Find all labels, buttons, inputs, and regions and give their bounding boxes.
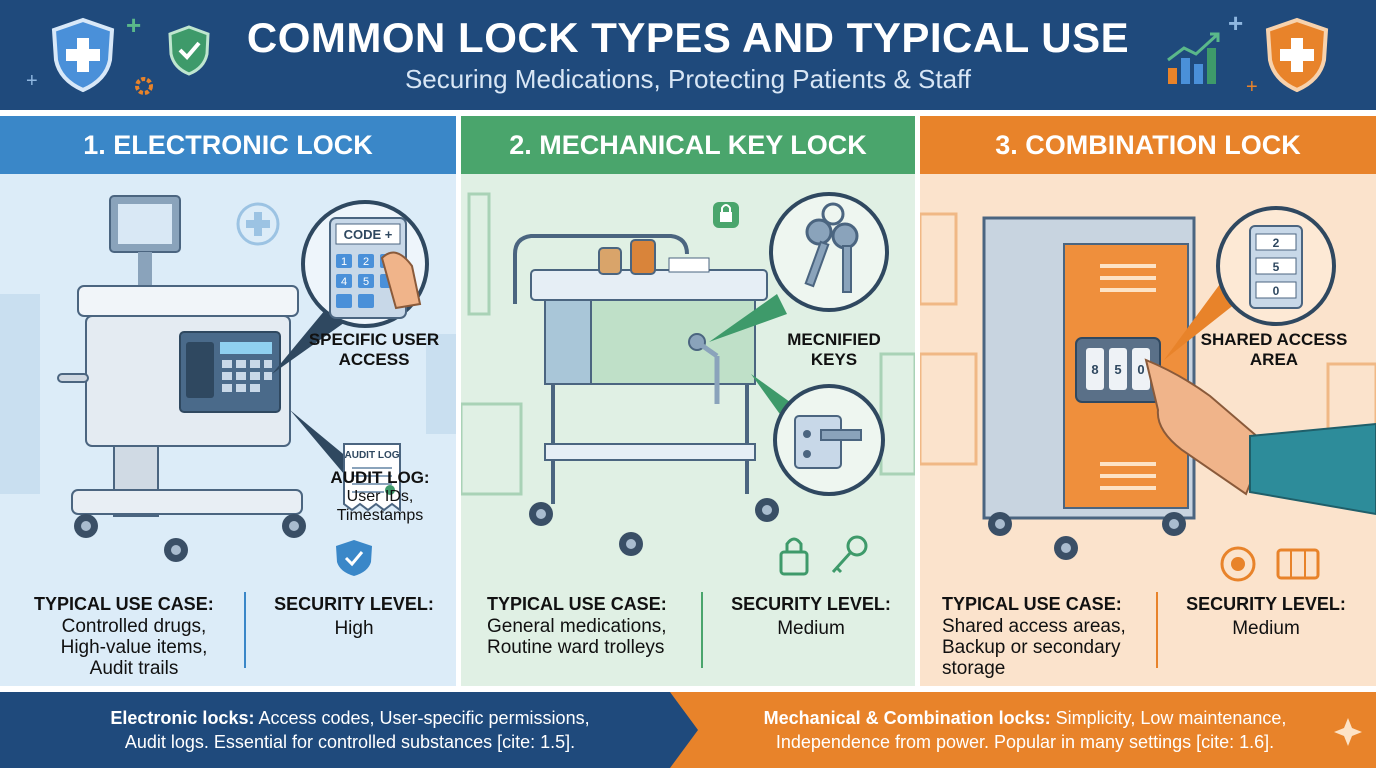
electronic-lock-panel: 1. ELECTRONIC LOCK CODE + (0, 116, 456, 686)
security-level-value: High (334, 618, 374, 639)
use-case-heading: TYPICAL USE CASE: (34, 594, 214, 614)
security-level-heading: SECURITY LEVEL: (274, 594, 434, 614)
use-case-line: Routine ward trolleys (487, 637, 665, 658)
security-level-value: Medium (777, 618, 845, 639)
dial-digit: 0 (1273, 284, 1280, 298)
electronic-lock-illustration: CODE + 1 2 4 5 AUDIT LOG (0, 195, 456, 576)
plus-sparkle-icon: + (1246, 76, 1258, 98)
page-header: + + COMMON LOCK TYPES AND TYPICAL USE Se… (0, 0, 1376, 110)
specific-user-access-callout: SPECIFIC USER ACCESS (308, 330, 440, 369)
page-title: COMMON LOCK TYPES AND TYPICAL USE (246, 14, 1130, 61)
keypad-key: 5 (363, 276, 369, 288)
audit-log-line: Timestamps (336, 507, 424, 524)
audit-log-heading: AUDIT LOG: (330, 468, 430, 487)
keypad-key: 1 (341, 256, 347, 268)
footer-left-bold: Electronic locks: (110, 708, 255, 728)
receipt-label: AUDIT LOG (345, 450, 400, 461)
use-case-line: Backup or secondary (942, 637, 1121, 658)
lock-digit: 5 (1114, 362, 1121, 377)
use-case-line: Controlled drugs, (61, 616, 207, 637)
plus-sparkle-icon: + (126, 10, 142, 40)
security-level-value: Medium (1232, 618, 1300, 639)
lock-digit: 8 (1091, 362, 1098, 377)
footer-left-band (0, 692, 698, 768)
panel-heading: 2. MECHANICAL KEY LOCK (461, 116, 915, 174)
use-case-line: storage (942, 658, 1006, 679)
footer-right-line: Independence from power. Popular in many… (775, 732, 1275, 752)
use-case-heading: TYPICAL USE CASE: (487, 594, 667, 614)
security-level-heading: SECURITY LEVEL: (1186, 594, 1346, 614)
check-shield-icon (166, 24, 212, 81)
keypad-display-label: CODE + (344, 227, 393, 242)
dial-digit: 2 (1273, 236, 1280, 250)
medical-shield-icon (1262, 16, 1332, 99)
footer-left-line: Access codes, User-specific permissions, (254, 708, 590, 728)
footer-right-band (668, 692, 1376, 768)
footer-right-line: Simplicity, Low maintenance, (1050, 708, 1287, 728)
combination-lock-illustration: 8 5 0 2 5 0 (920, 206, 1376, 582)
security-level-heading: SECURITY LEVEL: (731, 594, 891, 614)
bar-chart-icon (1164, 30, 1226, 93)
plus-sparkle-icon: + (26, 70, 38, 92)
audit-log-line: User IDs, (346, 488, 414, 505)
dial-digit: 5 (1273, 260, 1280, 274)
footer-left-line: Audit logs. Essential for controlled sub… (124, 732, 576, 752)
divider (244, 592, 246, 668)
keypad-key: 2 (363, 256, 369, 268)
use-case-line: High-value items, (60, 637, 208, 658)
keypad-key: 4 (341, 276, 347, 288)
use-case-line: Shared access areas, (942, 616, 1126, 637)
page-subtitle: Securing Medications, Protecting Patient… (404, 64, 972, 94)
footer-mechanical-summary: Mechanical & Combination locks: Simplici… (700, 706, 1350, 754)
footer-electronic-summary: Electronic locks: Access codes, User-spe… (40, 706, 660, 754)
use-case-line: Audit trails (89, 658, 179, 679)
panel-heading: 1. ELECTRONIC LOCK (0, 116, 456, 174)
keys-callout: MECNIFIED KEYS (787, 330, 881, 369)
panel-heading: 3. COMBINATION LOCK (920, 116, 1376, 174)
lock-digit: 0 (1137, 362, 1144, 377)
gear-icon (132, 74, 156, 103)
use-case-line: General medications, (487, 616, 667, 637)
mechanical-lock-illustration (461, 192, 915, 576)
mechanical-key-lock-panel: 2. MECHANICAL KEY LOCK (461, 116, 915, 686)
shared-access-callout: SHARED ACCESS AREA (1200, 330, 1348, 369)
divider (1156, 592, 1158, 668)
use-case-heading: TYPICAL USE CASE: (942, 594, 1122, 614)
medical-shield-icon (48, 16, 118, 99)
combination-lock-panel: 3. COMBINATION LOCK 8 5 0 2 5 0 (920, 116, 1376, 686)
divider (701, 592, 703, 668)
plus-sparkle-icon: + (1228, 8, 1244, 38)
footer-right-bold: Mechanical & Combination locks: (763, 708, 1051, 728)
